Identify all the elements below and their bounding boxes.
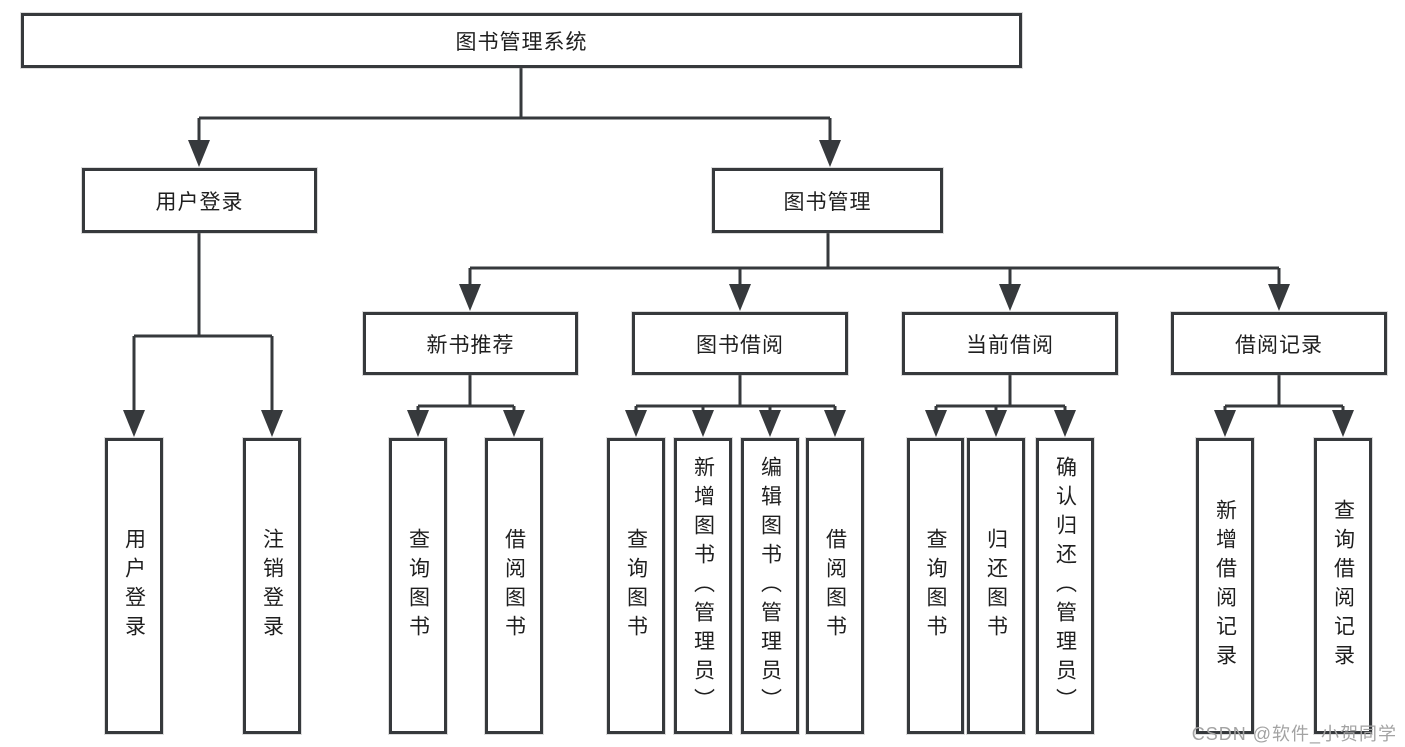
arrowhead-icon: [407, 410, 429, 437]
leaf-label: 查询图书: [406, 528, 430, 644]
leaf-label: 新增借阅记录: [1213, 499, 1237, 673]
leaf-label: 用户登录: [122, 528, 146, 644]
arrowhead-icon: [459, 284, 481, 311]
arrowhead-icon: [1054, 410, 1076, 437]
arrowhead-icon: [824, 410, 846, 437]
arrowhead-icon: [503, 410, 525, 437]
leaf-user-login: 用户登录: [105, 438, 163, 734]
leaf-add-books-admin: 新增图书（管理员）: [674, 438, 732, 734]
section-label: 新书推荐: [426, 333, 515, 357]
node-user-login: 用户登录: [82, 168, 317, 233]
leaf-edit-books-admin: 编辑图书（管理员）: [741, 438, 799, 734]
node-section-book-borrow: 图书借阅: [632, 312, 848, 375]
leaf-label: 注销登录: [260, 528, 284, 644]
leaf-add-borrow-record: 新增借阅记录: [1196, 438, 1254, 734]
leaf-query-books: 查询图书: [907, 438, 964, 734]
leaf-query-borrow-record: 查询借阅记录: [1314, 438, 1372, 734]
arrowhead-icon: [819, 140, 841, 167]
node-root: 图书管理系统: [21, 13, 1022, 68]
leaf-borrow-books: 借阅图书: [806, 438, 864, 734]
leaf-label: 查询图书: [924, 528, 947, 644]
leaf-label: 编辑图书（管理员）: [758, 455, 782, 717]
arrowhead-icon: [999, 284, 1021, 311]
leaf-borrow-books: 借阅图书: [485, 438, 543, 734]
arrowhead-icon: [759, 410, 781, 437]
arrowhead-icon: [261, 410, 283, 437]
arrowhead-icon: [1268, 284, 1290, 311]
section-label: 借阅记录: [1235, 333, 1323, 357]
leaf-query-books: 查询图书: [607, 438, 665, 734]
node-section-borrow-records: 借阅记录: [1171, 312, 1387, 375]
leaf-label: 查询借阅记录: [1331, 499, 1355, 673]
leaf-label: 确认归还（管理员）: [1053, 455, 1077, 717]
leaf-label: 新增图书（管理员）: [691, 455, 715, 717]
arrowhead-icon: [1214, 410, 1236, 437]
node-section-new-book-recommend: 新书推荐: [363, 312, 578, 375]
arrowhead-icon: [729, 284, 751, 311]
section-label: 当前借阅: [966, 333, 1054, 357]
section-label: 图书借阅: [696, 333, 784, 357]
leaf-label: 借阅图书: [502, 528, 526, 644]
leaf-query-books: 查询图书: [389, 438, 447, 734]
watermark: CSDN @软件_小贺同学: [1191, 724, 1397, 744]
leaf-label: 查询图书: [624, 528, 648, 644]
leaf-label: 归还图书: [984, 528, 1008, 644]
arrowhead-icon: [925, 410, 947, 437]
node-user-login-label: 用户登录: [155, 190, 244, 214]
node-root-label: 图书管理系统: [455, 30, 588, 54]
leaf-return-books: 归还图书: [967, 438, 1025, 734]
arrowhead-icon: [123, 410, 145, 437]
arrowhead-icon: [985, 410, 1007, 437]
arrowhead-icon: [692, 410, 714, 437]
leaf-label: 借阅图书: [823, 528, 847, 644]
arrowhead-icon: [188, 140, 210, 167]
leaf-logout: 注销登录: [243, 438, 301, 734]
node-book-management-label: 图书管理: [783, 190, 872, 214]
arrowhead-icon: [625, 410, 647, 437]
arrowhead-icon: [1332, 410, 1354, 437]
node-book-management: 图书管理: [712, 168, 943, 233]
node-section-current-borrow: 当前借阅: [902, 312, 1118, 375]
leaf-confirm-return-admin: 确认归还（管理员）: [1036, 438, 1094, 734]
